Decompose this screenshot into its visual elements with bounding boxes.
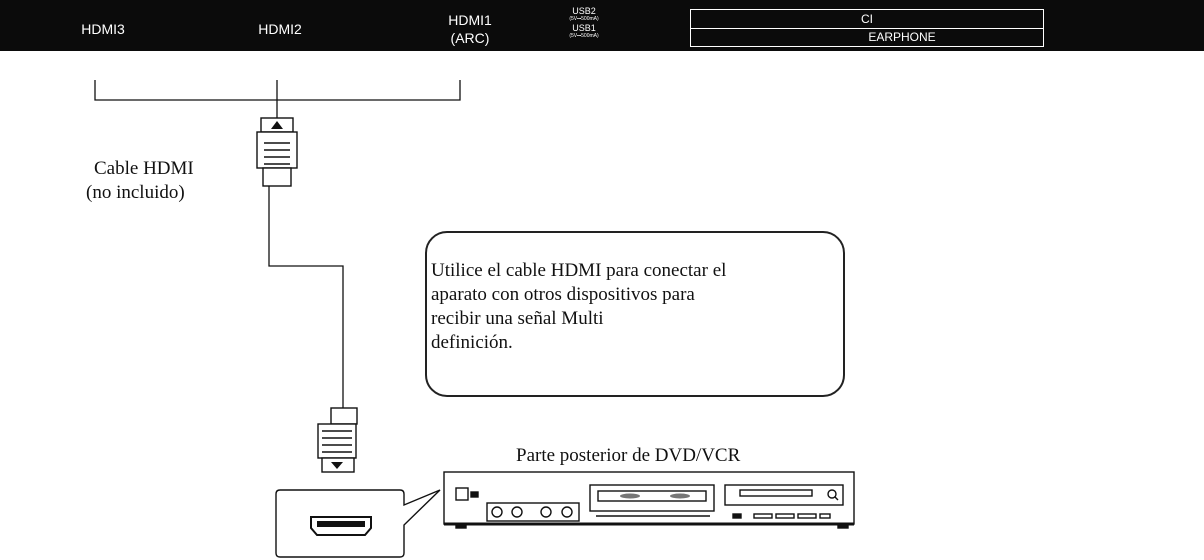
dvd-vcr-icon [443, 471, 855, 529]
cable-label-line1: Cable HDMI [94, 158, 194, 179]
ci-earphone-box: CI EARPHONE [690, 9, 1044, 47]
hdmi-plug-icon-bottom [317, 407, 358, 473]
hdmi1-name: HDMI1 [448, 12, 492, 28]
hdmi-ports-bracket [94, 80, 461, 118]
earphone-jack-label: EARPHONE [691, 28, 1043, 45]
usb-ports-label: USB2 (5V⎓500mA) USB1 (5V⎓500mA) [544, 6, 624, 40]
hdmi2-port-label: HDMI2 [258, 21, 302, 37]
usb1-spec: (5V⎓500mA) [569, 33, 599, 39]
device-label: Parte posterior de DVD/VCR [516, 445, 741, 466]
usb1-name: USB1 [572, 23, 596, 33]
hdmi1-port-label: HDMI1 (ARC) [430, 11, 510, 47]
hdmi3-port-label: HDMI3 [81, 21, 125, 37]
hdmi-plug-icon [256, 117, 298, 187]
usb2-spec: (5V⎓500mA) [569, 16, 599, 22]
ci-slot-label: CI [861, 12, 873, 26]
cable-label-line2: (no incluido) [86, 182, 185, 203]
hdmi-port-icon [275, 489, 441, 558]
usb2-name: USB2 [572, 6, 596, 16]
note-text: Utilice el cable HDMI para conectar el a… [431, 260, 727, 353]
hdmi-cable-line [268, 186, 344, 408]
tv-back-panel: HDMI3 HDMI2 HDMI1 (ARC) USB2 (5V⎓500mA) … [0, 0, 1204, 51]
hdmi1-arc: (ARC) [450, 30, 490, 46]
note-callout [425, 231, 845, 397]
